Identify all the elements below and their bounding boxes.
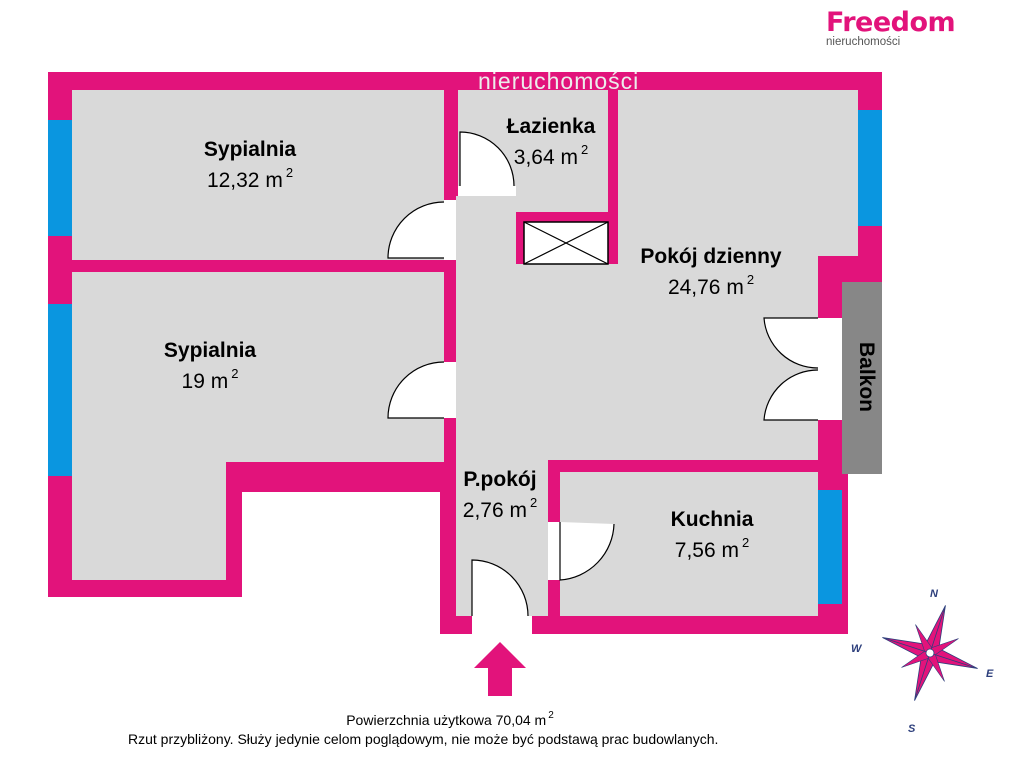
- window-living: [858, 110, 882, 226]
- room-name: Sypialnia: [163, 339, 257, 362]
- disclaimer: Rzut przybliżony. Służy jedynie celom po…: [128, 731, 719, 747]
- balcony-label: Balkon: [855, 342, 878, 413]
- floor-bedroom2: [72, 272, 444, 580]
- door-bathroom: [459, 131, 515, 187]
- door-entrance: [471, 559, 529, 617]
- door-bedroom1: [387, 201, 445, 259]
- door-balcony-top: [763, 317, 819, 369]
- ventilation-shaft: [523, 221, 609, 265]
- watermark: nieruchomości: [478, 68, 640, 94]
- partition-bath: [608, 90, 618, 264]
- compass-s: S: [908, 723, 916, 735]
- compass-w: W: [851, 643, 862, 655]
- doors: [387, 131, 842, 634]
- window-bedroom1: [48, 120, 72, 236]
- window-bedroom2: [48, 304, 72, 476]
- room-name: Kuchnia: [670, 508, 754, 531]
- entrance-arrow: [474, 642, 526, 696]
- room-name: P.pokój: [463, 468, 537, 491]
- door-bedroom2: [387, 361, 445, 419]
- floor-living: [456, 90, 858, 616]
- room-name: Sypialnia: [203, 138, 297, 161]
- compass-e: E: [986, 668, 994, 680]
- door-kitchen: [559, 522, 615, 581]
- brand-name: Freedom: [826, 7, 956, 38]
- window-kitchen: [818, 490, 842, 604]
- brand-logo: Freedom nieruchomości: [826, 6, 968, 48]
- door-balcony-bottom: [763, 369, 819, 421]
- balcony: [842, 282, 882, 474]
- room-name: Łazienka: [506, 115, 596, 138]
- room-name: Pokój dzienny: [640, 245, 782, 268]
- brand-subtitle: nieruchomości: [826, 36, 901, 48]
- compass-rose: [882, 605, 978, 701]
- floor-bedroom1: [72, 90, 444, 260]
- compass-n: N: [930, 588, 938, 600]
- windows: [48, 110, 882, 604]
- partition-bath-bottom: [516, 212, 618, 222]
